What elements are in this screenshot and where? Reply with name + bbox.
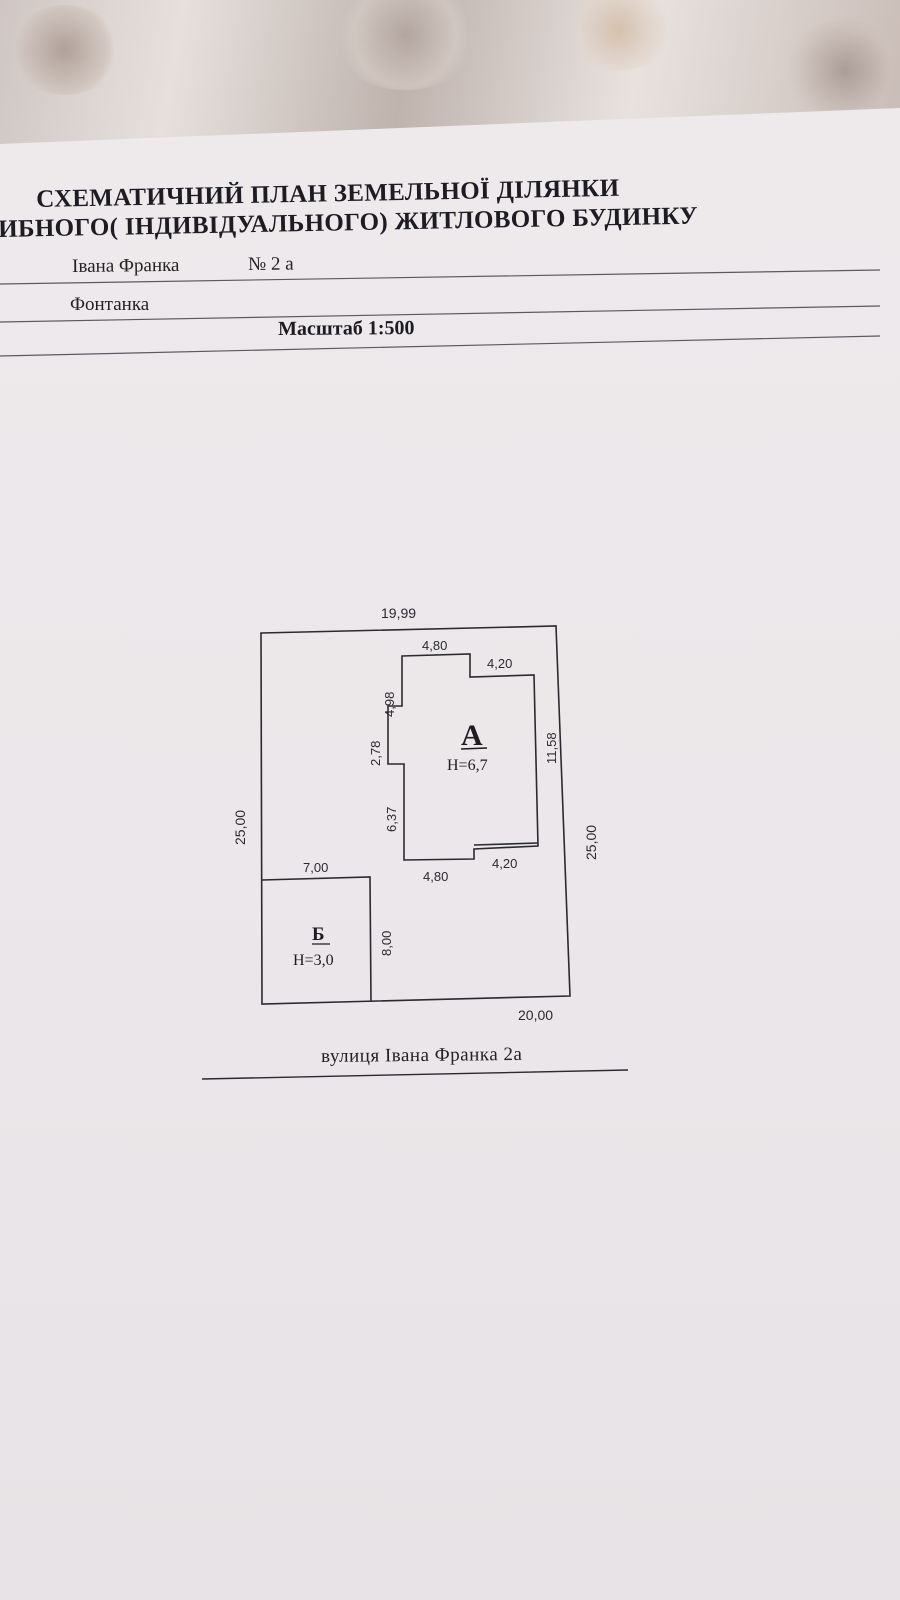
building-b-height-dim: 8,00 (379, 931, 394, 956)
building-a-bottom-right-dim: 4,20 (492, 856, 517, 871)
building-a-lower-left-dim: 6,37 (384, 807, 399, 832)
flower-pattern (780, 20, 900, 120)
plot-boundary (260, 625, 571, 1005)
building-a-mid-left-dim: 2,78 (368, 741, 383, 766)
building-b-outline (261, 876, 372, 1003)
building-a-bottom-left-dim: 4,80 (423, 869, 448, 884)
header-rule-1 (0, 269, 881, 285)
tablecloth-background (0, 0, 900, 150)
header-rule-2 (0, 305, 881, 323)
street-caption: вулиця Івана Франка 2а (321, 1043, 523, 1067)
building-a-step-line (473, 842, 539, 846)
header-rule-3 (0, 335, 881, 357)
flower-pattern (10, 5, 120, 95)
locality-field: Фонтанка (70, 294, 150, 315)
building-b-label: Б (312, 924, 325, 945)
building-a-top-left-dim: 4,80 (422, 638, 447, 653)
flower-pattern (560, 0, 680, 70)
street-line (201, 1069, 629, 1080)
plot-left-dim: 25,00 (232, 810, 248, 845)
building-b-width-dim: 7,00 (303, 860, 328, 875)
building-b-height: Н=3,0 (293, 952, 334, 969)
flower-pattern (330, 0, 480, 90)
building-a-height: Н=6,7 (447, 757, 488, 774)
building-a-outline (387, 653, 539, 861)
plot-right-dim: 25,00 (583, 825, 599, 860)
document-sheet (0, 108, 900, 1600)
building-a-right-dim: 11,58 (544, 732, 559, 764)
building-a-top-right-dim: 4,20 (487, 656, 512, 671)
plot-bottom-dim: 20,00 (518, 1007, 553, 1023)
plot-top-dim: 19,99 (381, 605, 416, 621)
building-a-upper-left-dim: 4,98 (382, 692, 397, 717)
building-a-label: А (461, 719, 483, 752)
